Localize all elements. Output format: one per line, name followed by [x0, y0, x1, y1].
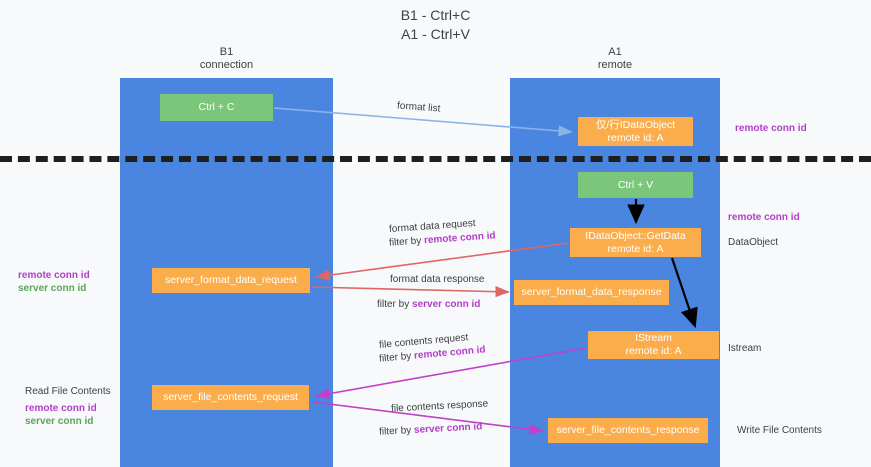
- node-istream[interactable]: IStream remote id: A: [588, 331, 719, 359]
- title-line-1: B1 - Ctrl+C: [400, 7, 471, 23]
- filter-prefix: filter by: [378, 424, 415, 438]
- arrow-format-data-request: [315, 242, 569, 281]
- node-server-format-data-response[interactable]: server_format_data_response: [514, 280, 669, 305]
- diagram-title: B1 - Ctrl+C A1 - Ctrl+V: [0, 6, 871, 44]
- node-getdata-line2: remote id: A: [607, 242, 664, 255]
- node-server-file-contents-response-label: server_file_contents_response: [556, 424, 700, 436]
- arrow-getdata-to-istream: [670, 257, 698, 329]
- node-server-format-data-request-label: server_format_data_request: [165, 274, 297, 286]
- node-dataobject-remote[interactable]: 仅/行IDataObject remote id: A: [578, 117, 693, 146]
- edge-label-format-data-response: format data response: [390, 274, 485, 285]
- lane-header-a1-name: A1: [608, 46, 622, 58]
- node-ctrl-c-label: Ctrl + C: [198, 101, 235, 113]
- node-server-format-data-response-label: server_format_data_response: [521, 286, 662, 298]
- filter-key-server-conn-id: server conn id: [412, 299, 481, 310]
- node-ctrl-v-label: Ctrl + V: [617, 178, 654, 191]
- filter-prefix: filter by: [388, 235, 425, 249]
- margin-right-remote-conn-id-top: remote conn id: [735, 123, 807, 134]
- title-line-2: A1 - Ctrl+V: [401, 26, 470, 42]
- node-dataobject-remote-line1: 仅/行IDataObject: [595, 118, 676, 131]
- node-ctrl-c[interactable]: Ctrl + C: [160, 94, 273, 121]
- node-server-file-contents-request[interactable]: server_file_contents_request: [152, 385, 309, 410]
- margin-left-server-conn-id-2: server conn id: [25, 416, 94, 427]
- margin-left-remote-conn-id-2: remote conn id: [25, 403, 97, 414]
- arrow-file-contents-request: [315, 347, 587, 400]
- margin-right-write-file-contents: Write File Contents: [737, 425, 822, 436]
- edge-label-format-data-response-filter: filter by server conn id: [377, 298, 480, 311]
- arrow-file-contents-response: [312, 401, 544, 435]
- node-server-file-contents-request-label: server_file_contents_request: [163, 391, 298, 403]
- node-getdata-line1: IDataObject::GetData: [585, 229, 686, 242]
- margin-left-remote-conn-id: remote conn id: [18, 270, 90, 281]
- node-istream-line1: IStream: [635, 332, 672, 344]
- filter-key-server-conn-id: server conn id: [413, 421, 483, 436]
- margin-right-remote-conn-id-mid: remote conn id: [728, 212, 800, 223]
- node-server-format-data-request[interactable]: server_format_data_request: [152, 268, 310, 293]
- filter-prefix: filter by: [377, 299, 413, 310]
- node-istream-line2: remote id: A: [625, 345, 682, 357]
- lane-header-a1-role: remote: [597, 59, 633, 71]
- arrow-format-data-response: [310, 286, 510, 298]
- lane-header-b1-role: connection: [199, 59, 254, 71]
- node-getdata[interactable]: IDataObject::GetData remote id: A: [570, 228, 701, 257]
- arrow-format-list: [273, 107, 573, 137]
- margin-left-read-file-contents: Read File Contents: [25, 386, 111, 397]
- margin-left-server-conn-id: server conn id: [18, 283, 87, 294]
- lane-header-b1: B1 connection: [120, 46, 333, 72]
- margin-right-dataobject: DataObject: [728, 237, 779, 248]
- node-dataobject-remote-line2: remote id: A: [607, 131, 664, 144]
- phase-divider: [0, 156, 871, 162]
- lane-header-a1: A1 remote: [510, 46, 720, 72]
- filter-prefix: filter by: [378, 350, 415, 365]
- lane-header-b1-name: B1: [219, 46, 234, 58]
- node-server-file-contents-response[interactable]: server_file_contents_response: [548, 418, 708, 443]
- margin-right-istream: Istream: [728, 343, 762, 354]
- node-ctrl-v[interactable]: Ctrl + V: [578, 172, 693, 198]
